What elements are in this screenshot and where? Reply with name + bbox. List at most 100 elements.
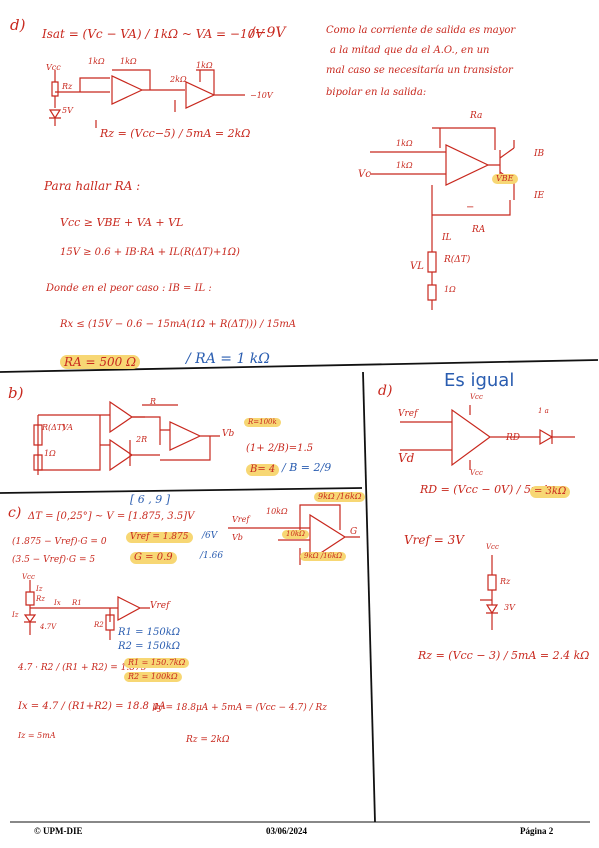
b-r: R (150, 397, 157, 406)
section-d2-label: d) (378, 383, 393, 399)
c-vb: Vb (232, 533, 243, 542)
b-answer: / B = 2/9 (282, 461, 332, 474)
r3-label: 2kΩ (170, 75, 187, 84)
d2-led: 1 a (538, 407, 549, 415)
c-eq1: (1.875 − Vref)·G = 0 (12, 537, 107, 547)
tc-r2: 1kΩ (396, 161, 413, 170)
note-line-2: a la mitad que da el A.O., en un (330, 45, 490, 56)
rx-formula: Rx ≤ (15V − 0.6 − 15mA(1Ω + R(ΔT))) / 15… (60, 319, 297, 330)
c-ix-eq: Ix = 4.7 / (R1+R2) = 18.8 μA (18, 701, 166, 712)
c-eq2: (3.5 − Vref)·G = 5 (12, 555, 96, 565)
tc-rdt: R(ΔT) (444, 255, 471, 265)
c-r2-val2: R2 = 100kΩ (124, 672, 182, 682)
d2-vref: Vref (398, 409, 418, 419)
es-igual: Es igual (444, 370, 515, 391)
c-r1-val: R1 = 150kΩ (118, 627, 181, 638)
c-r10k-2: 10kΩ (282, 530, 309, 539)
donde-text: Donde en el peor caso : IB = IL : (46, 283, 212, 294)
c-sol-vref-b: /6V (202, 531, 218, 541)
c-sol-g-b: /1.66 (200, 551, 224, 561)
note-line-1: Como la corriente de salida es mayor (326, 25, 516, 36)
tc-minus: − (466, 202, 475, 213)
section-b-label: b) (8, 384, 24, 402)
c-r9k: 9kΩ /16kΩ (300, 552, 347, 561)
b-va: VA (62, 423, 74, 432)
b-1ohm: 1Ω (44, 449, 56, 458)
rz-formula: Rz = (Vcc−5) / 5mA = 2kΩ (100, 127, 251, 140)
c-ix: Ix (54, 599, 61, 607)
d2-vd: Vd (398, 451, 415, 465)
b-eq: (1+ 2/B)=1.5 (246, 443, 314, 454)
c-r2: R2 (94, 621, 104, 629)
tc-ie: IE (534, 191, 545, 201)
tc-vl: VL (410, 261, 424, 272)
footer-date: 03/06/2024 (266, 826, 308, 836)
isat-answer: /−9V (250, 25, 286, 41)
c-r10k: 10kΩ (266, 507, 288, 516)
c-z47: 4.7V (40, 623, 57, 631)
note-line-4: bipolar en la salida: (326, 87, 427, 98)
c-iy-eq: Iy = 18.8μA + 5mA = (Vcc − 4.7) / Rz (154, 703, 328, 713)
eq-vcc: Vcc ≥ VBE + VA + VL (60, 216, 184, 229)
eq-15v: 15V ≥ 0.6 + IB·RA + IL(R(ΔT)+1Ω) (60, 247, 240, 258)
r1-label: 1kΩ (88, 57, 105, 66)
section-d-label: d) (10, 16, 26, 34)
c-bracket: [ 6 , 9 ] (130, 493, 171, 506)
tc-1ohm: 1Ω (444, 285, 456, 294)
tc-vbe: VBE (492, 174, 518, 184)
c-r1: R1 (72, 599, 82, 607)
tc-vc: Vc (358, 169, 371, 180)
c-r2-val: R2 = 150kΩ (118, 641, 181, 652)
d2-vcc3: Vcc (486, 543, 499, 551)
vcc-label: Vcc (46, 63, 61, 72)
rd-formula: RD = (Vcc − 0V) / 5mA (420, 483, 550, 496)
d2-z3v: 3V (504, 603, 515, 612)
d2-rz: Rz (500, 577, 511, 586)
b-r100k: R=100k (244, 418, 281, 427)
c-r1-val2: R1 = 150.7kΩ (124, 658, 190, 668)
vref-3v: Vref = 3V (404, 533, 464, 547)
ra-result: RA = 500 Ω (60, 355, 141, 369)
c-rz: Rz (36, 595, 45, 603)
b-rdt: R(ΔT) (42, 423, 66, 432)
c-rz-result: Rz = 2kΩ (186, 735, 230, 745)
c-sol-g: G = 0.9 (130, 552, 177, 564)
tc-ib: IB (534, 149, 545, 159)
vout-label: −10V (250, 91, 273, 100)
r4-label: 1kΩ (196, 61, 213, 70)
rz-formula-2: Rz = (Vcc − 3) / 5mA = 2.4 kΩ (418, 649, 590, 662)
footer-page: Página 2 (520, 826, 554, 836)
tc-ra: RA (472, 225, 486, 235)
rd-result: = 3kΩ (530, 486, 571, 498)
b-2r: 2R (136, 435, 148, 444)
tc-il: IL (442, 233, 452, 243)
c-iz: Iz (36, 585, 43, 593)
d2-vcc-top: Vcc (470, 393, 483, 401)
tc-ra-top: Ra (470, 111, 483, 121)
c-iz-line: Iz = 5mA (18, 731, 56, 740)
c-frac: 4.7 · R2 / (R1 + R2) = 1.875 (18, 663, 147, 673)
c-range: ΔT = [0,25°] ~ V = [1.875, 3.5]V (28, 511, 195, 522)
rz-label: Rz (62, 82, 73, 91)
tc-r1: 1kΩ (396, 139, 413, 148)
ra-answer: / RA = 1 kΩ (186, 351, 270, 367)
isat-formula: Isat = (Vc − VA) / 1kΩ ~ VA = −10V (42, 27, 264, 41)
note-line-3: mal caso se necesitaría un transistor (326, 65, 513, 76)
d2-vcc-bottom: Vcc (470, 469, 483, 477)
c-vref-out: Vref (150, 601, 170, 611)
c-iz2: Iz (12, 611, 19, 619)
para-hallar: Para hallar RA : (44, 179, 141, 193)
d2-rd: RD (506, 433, 520, 443)
b-vb: Vb (222, 429, 235, 439)
footer-copyright: © UPM-DIE (34, 826, 83, 836)
b-result: B= 4 (246, 464, 280, 476)
c-vref-in: Vref (232, 515, 250, 524)
c-vcc: Vcc (22, 573, 35, 581)
zener-label: 5V (62, 106, 73, 115)
section-c-label: c) (8, 505, 22, 521)
c-g: G (350, 527, 358, 537)
r2-label: 1kΩ (120, 57, 137, 66)
c-sol-vref: Vref = 1.875 (126, 532, 193, 543)
